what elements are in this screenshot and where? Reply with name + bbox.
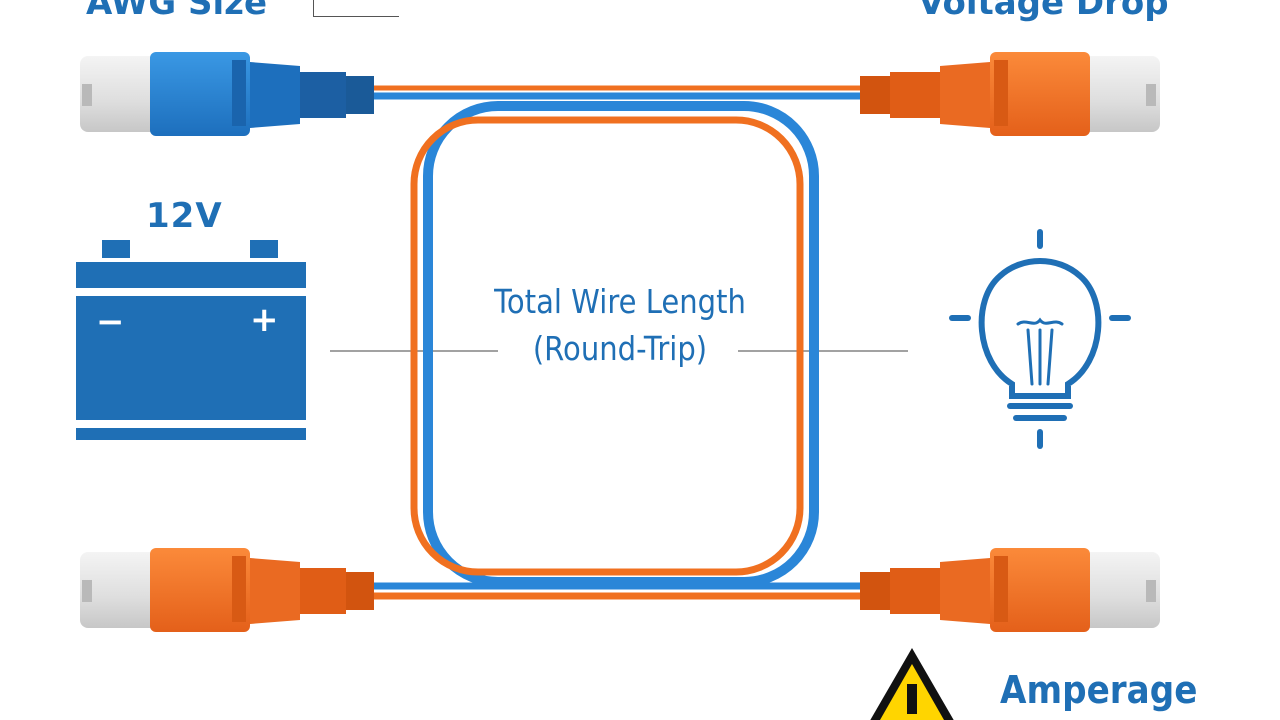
center-label-line-1: Total Wire Length (494, 282, 746, 321)
wire-connector-icon (80, 52, 374, 136)
center-label-line-2: (Round-Trip) (532, 329, 708, 368)
total-wire-length-label: Total Wire Length (Round-Trip) (460, 278, 780, 372)
voltage-drop-heading: Voltage Drop (918, 0, 1169, 23)
round-trip-loop (372, 85, 860, 600)
wire-connector-icon (860, 548, 1160, 632)
wire-connector-icon (80, 548, 374, 632)
battery-plus-sign: + (250, 300, 279, 340)
wire-connector-icon (860, 52, 1160, 136)
battery-minus-sign: − (96, 302, 125, 342)
battery-icon (76, 240, 306, 440)
light-bulb-icon (949, 229, 1131, 449)
awg-size-heading: AWG Size (86, 0, 268, 23)
amperage-heading: Amperage (1000, 668, 1198, 712)
heading-underline (313, 16, 399, 17)
battery-voltage-label: 12V (146, 196, 223, 236)
warning-icon (870, 648, 954, 720)
heading-underline (313, 0, 314, 17)
